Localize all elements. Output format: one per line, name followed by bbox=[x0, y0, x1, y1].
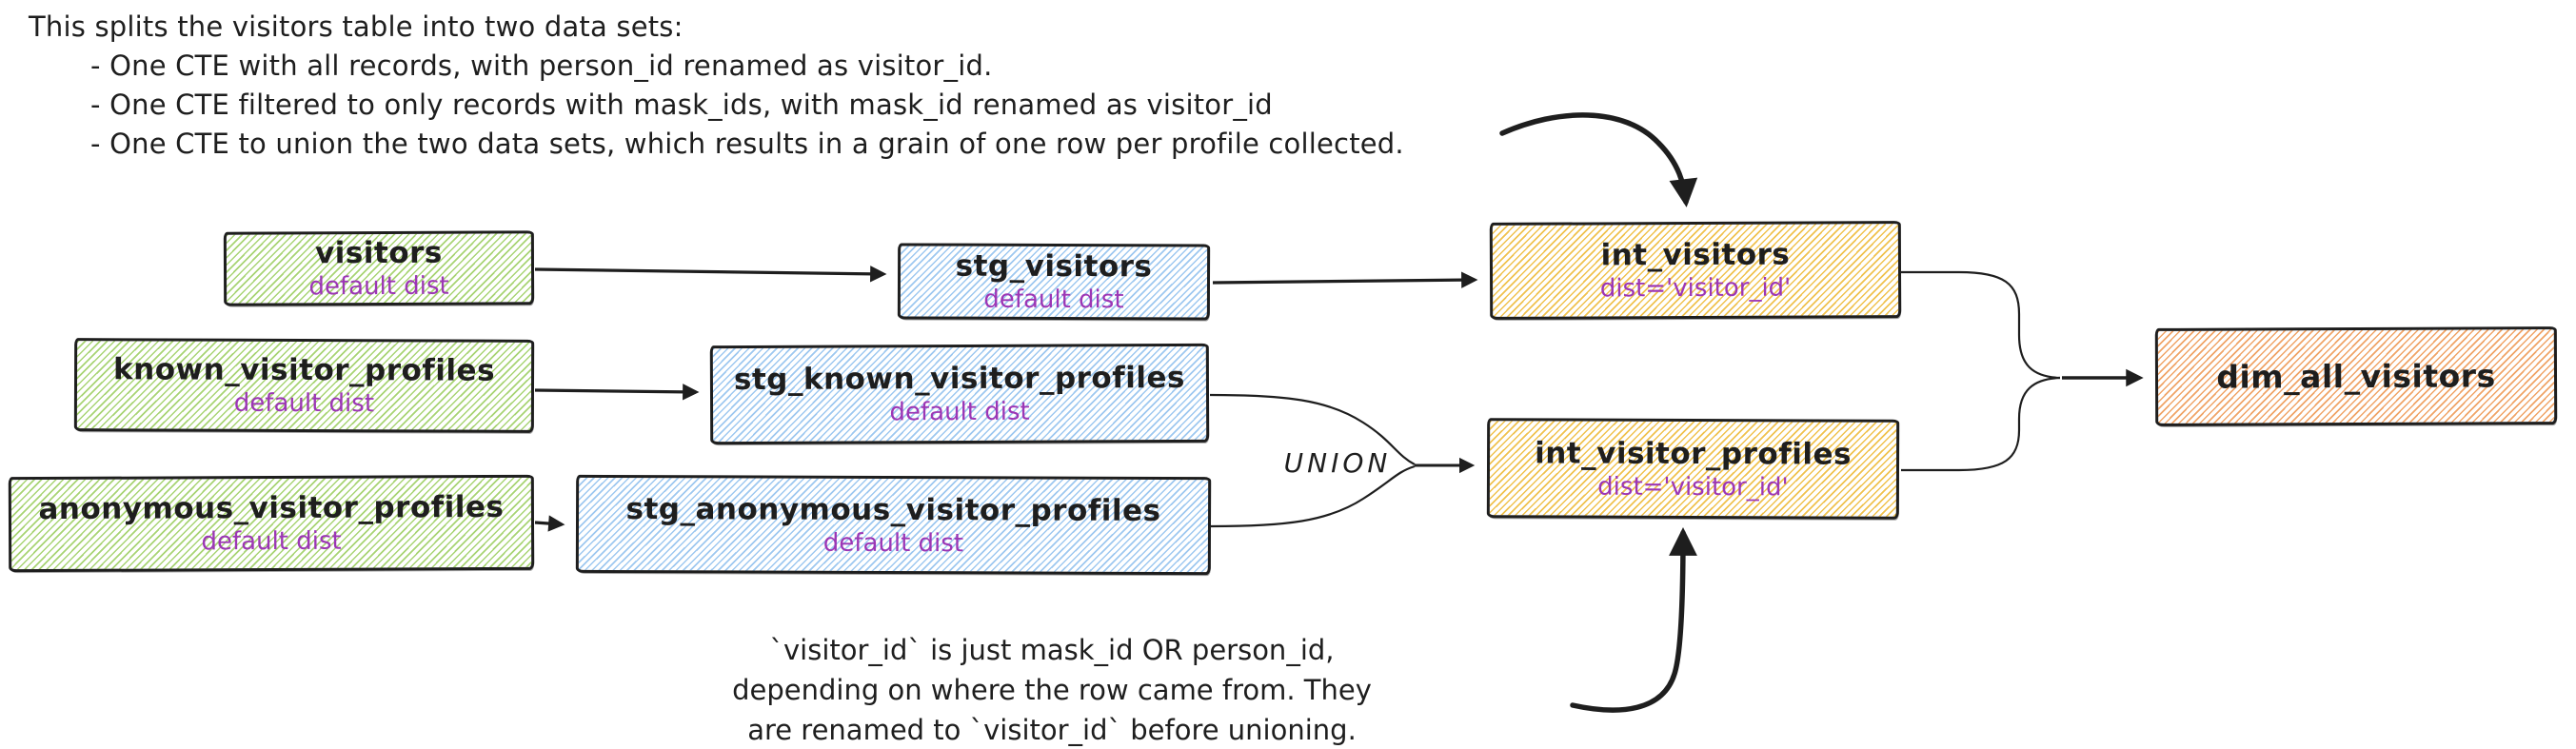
node-title: known_visitor_profiles bbox=[112, 352, 496, 388]
node-stg-visitors[interactable]: stg_visitors default dist bbox=[897, 243, 1211, 321]
node-visitors[interactable]: visitors default dist bbox=[223, 230, 535, 306]
edge-stg-anonymous-to-union[interactable] bbox=[1210, 464, 1416, 528]
bottom-note[interactable]: `visitor_id` is just mask_id OR person_i… bbox=[514, 630, 1590, 749]
node-subtitle: dist='visitor_id' bbox=[1597, 472, 1789, 502]
node-subtitle: default dist bbox=[822, 528, 964, 558]
top-note-bullet-2[interactable]: - One CTE filtered to only records with … bbox=[90, 89, 1273, 121]
edge-bottom-note-to-int-visitor-profiles[interactable] bbox=[1570, 527, 1697, 713]
edge-known-to-stg-known[interactable] bbox=[534, 384, 700, 401]
node-title: visitors bbox=[314, 235, 443, 271]
node-subtitle: default dist bbox=[889, 397, 1030, 427]
node-known-visitor-profiles[interactable]: known_visitor_profiles default dist bbox=[73, 338, 535, 433]
bottom-note-line-3: are renamed to `visitor_id` before union… bbox=[747, 714, 1357, 746]
node-title: stg_known_visitor_profiles bbox=[733, 360, 1185, 398]
edge-anonymous-to-stg-anonymous[interactable] bbox=[534, 515, 565, 532]
node-title: int_visitor_profiles bbox=[1535, 435, 1853, 472]
node-int-visitors[interactable]: int_visitors dist='visitor_id' bbox=[1489, 221, 1902, 320]
node-title: stg_visitors bbox=[955, 248, 1153, 285]
top-note-bullet-3[interactable]: - One CTE to union the two data sets, wh… bbox=[90, 128, 1404, 160]
node-subtitle: default dist bbox=[201, 526, 342, 557]
node-title: int_visitors bbox=[1600, 237, 1791, 273]
edge-visitors-to-stg-visitors[interactable] bbox=[534, 266, 887, 283]
node-subtitle: default dist bbox=[233, 388, 375, 419]
node-anonymous-visitor-profiles[interactable]: anonymous_visitor_profiles default dist bbox=[8, 474, 535, 573]
union-label[interactable]: UNION bbox=[1283, 447, 1392, 479]
edge-int-visitors-to-merge[interactable] bbox=[1901, 270, 2061, 380]
node-title: stg_anonymous_visitor_profiles bbox=[625, 491, 1161, 528]
edge-stg-known-to-union[interactable] bbox=[1209, 393, 1416, 465]
node-title: anonymous_visitor_profiles bbox=[38, 489, 505, 527]
bottom-note-line-1: `visitor_id` is just mask_id OR person_i… bbox=[769, 634, 1335, 666]
top-note-title[interactable]: This splits the visitors table into two … bbox=[29, 10, 684, 43]
node-stg-anonymous-visitor-profiles[interactable]: stg_anonymous_visitor_profiles default d… bbox=[575, 474, 1212, 576]
node-subtitle: default dist bbox=[983, 285, 1124, 315]
edge-top-note-to-int-visitors[interactable] bbox=[1499, 112, 1698, 207]
edge-stg-visitors-to-int-visitors[interactable] bbox=[1212, 271, 1478, 288]
node-int-visitor-profiles[interactable]: int_visitor_profiles dist='visitor_id' bbox=[1486, 418, 1900, 520]
node-subtitle: default dist bbox=[308, 271, 449, 302]
top-note-bullet-1[interactable]: - One CTE with all records, with person_… bbox=[90, 49, 993, 82]
node-subtitle: dist='visitor_id' bbox=[1599, 273, 1792, 304]
edge-int-visitor-profiles-to-merge[interactable] bbox=[1901, 376, 2061, 472]
bottom-note-line-2: depending on where the row came from. Th… bbox=[732, 674, 1372, 706]
node-stg-known-visitor-profiles[interactable]: stg_known_visitor_profiles default dist bbox=[709, 343, 1210, 445]
node-title: dim_all_visitors bbox=[2216, 357, 2496, 396]
node-dim-all-visitors[interactable]: dim_all_visitors bbox=[2154, 326, 2558, 426]
